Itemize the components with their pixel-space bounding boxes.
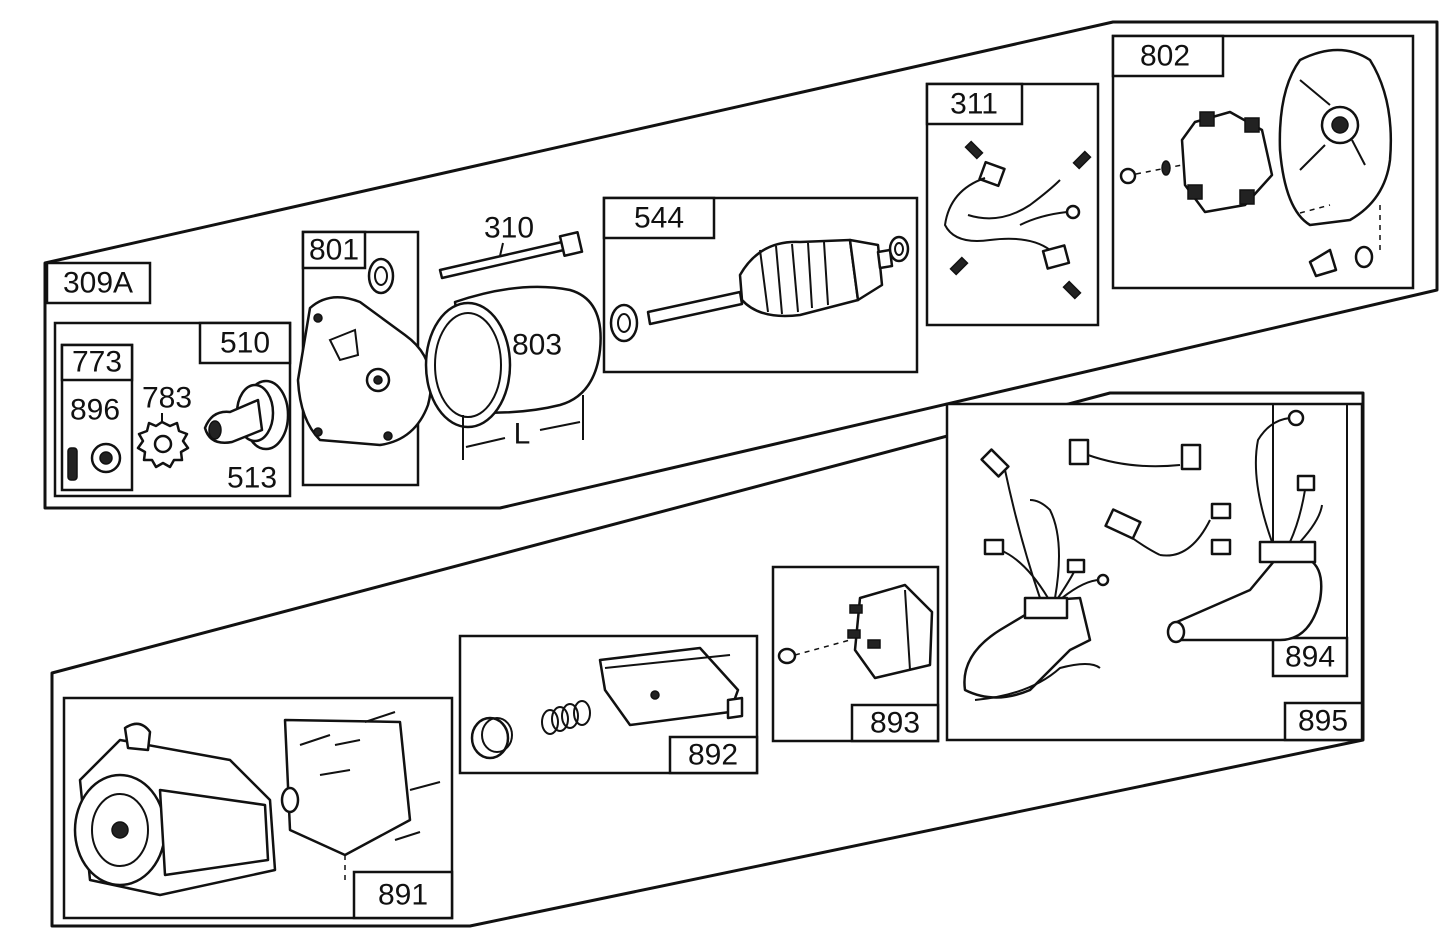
label-773: 773	[72, 346, 122, 379]
rectifier-part	[777, 583, 934, 680]
spring-part	[541, 700, 591, 735]
label-803: 803	[512, 329, 562, 362]
label-893: 893	[870, 707, 920, 740]
callout-773[interactable]: 773	[60, 343, 134, 382]
motor-assembly-part	[73, 711, 441, 897]
drive-assembly-part	[203, 379, 290, 451]
label-802: 802	[1140, 40, 1190, 73]
label-801: 801	[309, 234, 359, 267]
screw-part	[1119, 160, 1183, 185]
switch-part	[598, 646, 744, 727]
callout-802[interactable]: 802	[1111, 34, 1225, 78]
retainer-part	[90, 442, 122, 474]
label-892: 892	[688, 739, 738, 772]
callout-891[interactable]: 891	[352, 870, 454, 920]
label-894: 894	[1285, 641, 1335, 674]
callout-892[interactable]: 892	[668, 735, 759, 775]
label-891: 891	[378, 879, 428, 912]
washer-part	[367, 257, 395, 295]
label-783: 783	[142, 382, 192, 415]
label-896: 896	[70, 394, 120, 427]
label-311: 311	[950, 88, 998, 121]
label-L: L	[514, 418, 531, 451]
armature-part	[646, 238, 894, 326]
harness-right-part	[1166, 409, 1323, 644]
length-dimension	[462, 395, 584, 460]
callout-893[interactable]: 893	[850, 703, 940, 743]
label-510: 510	[220, 327, 270, 360]
pin-part	[67, 447, 78, 481]
callout-311[interactable]: 311	[925, 82, 1024, 126]
callout-895[interactable]: 895	[1283, 701, 1364, 742]
end-cover-part	[1278, 48, 1393, 227]
brush-holder-part	[1180, 110, 1274, 214]
harness-left-part	[963, 448, 1110, 701]
callout-510[interactable]: 510	[198, 321, 292, 365]
callout-894[interactable]: 894	[1271, 636, 1349, 678]
harness-small-part	[1068, 438, 1232, 557]
label-895: 895	[1298, 705, 1348, 738]
label-310: 310	[484, 212, 534, 245]
end-cap-part	[296, 295, 433, 447]
box-894	[1272, 403, 1348, 677]
through-bolt-part	[438, 230, 584, 280]
terminal-clip-part	[1299, 204, 1381, 278]
button-cap-part	[470, 716, 513, 760]
armature-washer-left	[609, 303, 639, 343]
label-544: 544	[634, 202, 684, 235]
upper-group-outline	[43, 20, 1439, 510]
armature-washer-right	[888, 235, 910, 263]
brush-set-part	[943, 140, 1092, 300]
callout-544[interactable]: 544	[602, 196, 716, 240]
callout-801[interactable]: 801	[301, 230, 367, 270]
label-309A: 309A	[63, 267, 133, 300]
label-513: 513	[227, 462, 277, 495]
housing-part	[424, 285, 602, 429]
callout-309A[interactable]: 309A	[45, 261, 152, 305]
pinion-gear-part	[136, 420, 190, 469]
